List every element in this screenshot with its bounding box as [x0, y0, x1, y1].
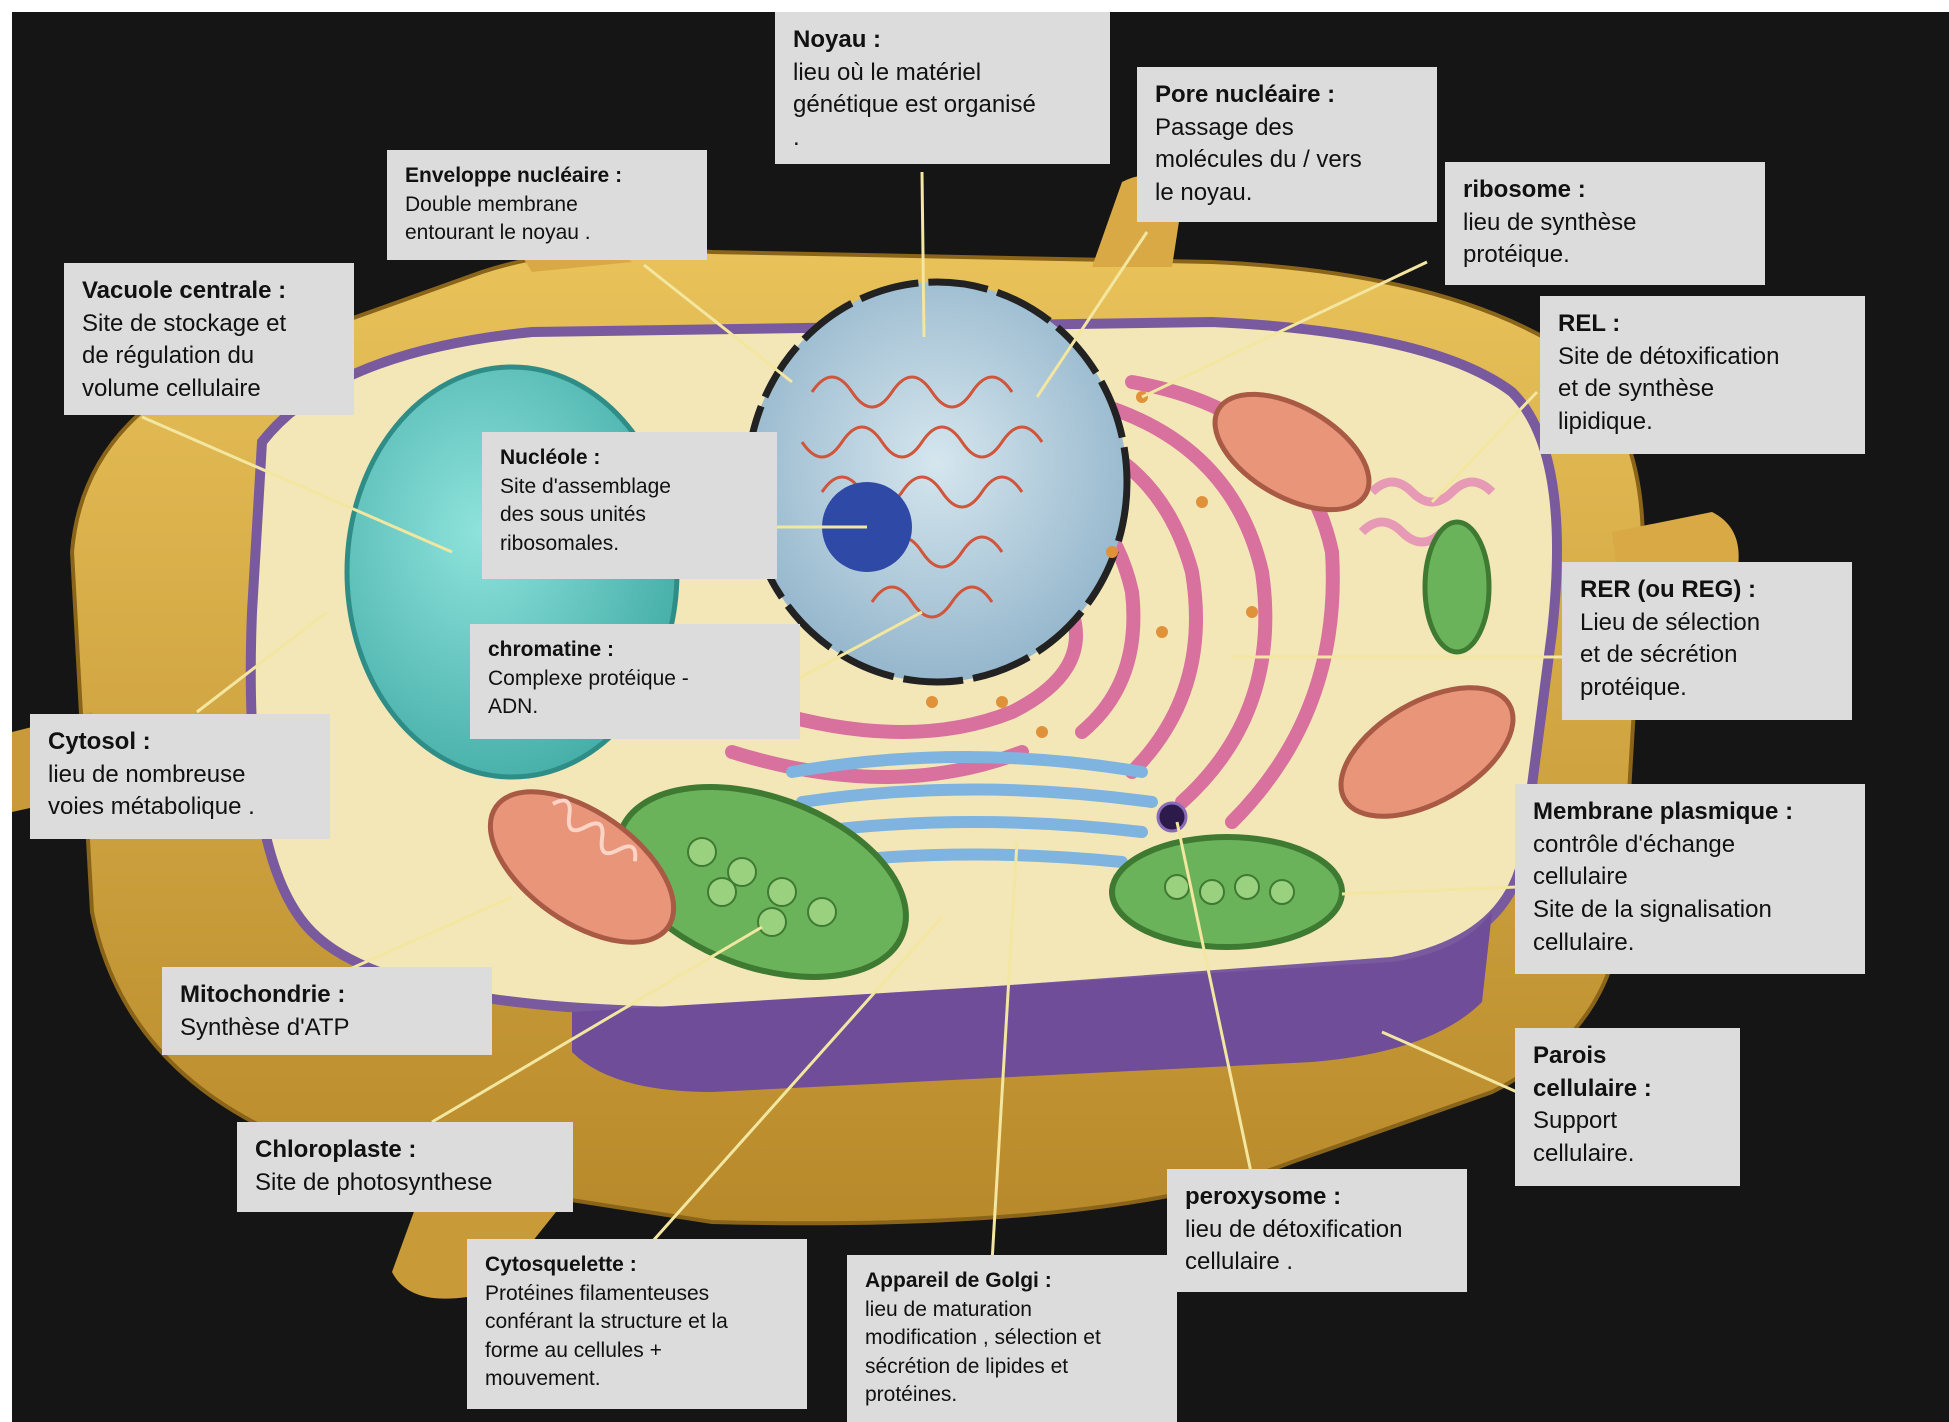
label-rer: RER (ou REG) : Lieu de sélection et de s…	[1562, 562, 1852, 720]
label-rel: REL : Site de détoxification et de synth…	[1540, 296, 1865, 454]
label-description: Site d'assemblage des sous unités riboso…	[500, 473, 759, 559]
label-title: Parois cellulaire :	[1533, 1040, 1722, 1105]
label-description: Site de photosynthese	[255, 1167, 555, 1200]
label-noyau: Noyau : lieu où le matériel génétique es…	[775, 12, 1110, 164]
label-appareil-de-golgi: Appareil de Golgi : lieu de maturation m…	[847, 1255, 1177, 1422]
label-title: Membrane plasmique :	[1533, 796, 1847, 829]
peroxisome	[1158, 803, 1186, 831]
label-description: lieu de détoxification cellulaire .	[1185, 1214, 1449, 1279]
label-description: Site de détoxification et de synthèse li…	[1558, 341, 1847, 439]
label-description: lieu de nombreuse voies métabolique .	[48, 759, 312, 824]
label-title: Mitochondrie :	[180, 979, 474, 1012]
label-enveloppe-nucleaire: Enveloppe nucléaire : Double membrane en…	[387, 150, 707, 260]
label-title: Nucléole :	[500, 444, 759, 473]
label-vacuole-centrale: Vacuole centrale : Site de stockage et d…	[64, 263, 354, 415]
label-description: lieu de maturation modification , sélect…	[865, 1296, 1159, 1410]
label-description: Support cellulaire.	[1533, 1105, 1722, 1170]
label-description: Site de stockage et de régulation du vol…	[82, 308, 336, 406]
label-chloroplaste: Chloroplaste : Site de photosynthese	[237, 1122, 573, 1212]
nucleus	[747, 282, 1127, 682]
label-title: Cytosquelette :	[485, 1251, 789, 1280]
label-description: Passage des molécules du / vers le noyau…	[1155, 112, 1419, 210]
label-title: Pore nucléaire :	[1155, 79, 1419, 112]
label-title: Noyau :	[793, 24, 1092, 57]
label-description: Protéines filamenteuses conférant la str…	[485, 1280, 789, 1394]
label-title: Vacuole centrale :	[82, 275, 336, 308]
label-title: Cytosol :	[48, 726, 312, 759]
label-description: Synthèse d'ATP	[180, 1012, 474, 1045]
label-ribosome: ribosome : lieu de synthèse protéique.	[1445, 162, 1765, 285]
label-title: Chloroplaste :	[255, 1134, 555, 1167]
label-description: lieu de synthèse protéique.	[1463, 207, 1747, 272]
label-title: ribosome :	[1463, 174, 1747, 207]
label-cytosquelette: Cytosquelette : Protéines filamenteuses …	[467, 1239, 807, 1409]
label-description: Lieu de sélection et de sécrétion protéi…	[1580, 607, 1834, 705]
label-membrane-plasmique: Membrane plasmique : contrôle d'échange …	[1515, 784, 1865, 974]
label-title: Appareil de Golgi :	[865, 1267, 1159, 1296]
label-description: Complexe protéique - ADN.	[488, 665, 782, 722]
label-description: lieu où le matériel génétique est organi…	[793, 57, 1092, 155]
label-title: Enveloppe nucléaire :	[405, 162, 689, 191]
label-title: RER (ou REG) :	[1580, 574, 1834, 607]
label-nucleole: Nucléole : Site d'assemblage des sous un…	[482, 432, 777, 579]
chloroplast-small	[1425, 522, 1489, 652]
label-peroxysome: peroxysome : lieu de détoxification cell…	[1167, 1169, 1467, 1292]
label-title: chromatine :	[488, 636, 782, 665]
plant-cell-diagram: Noyau : lieu où le matériel génétique es…	[12, 12, 1949, 1422]
label-cytosol: Cytosol : lieu de nombreuse voies métabo…	[30, 714, 330, 839]
label-parois-cellulaire: Parois cellulaire : Support cellulaire.	[1515, 1028, 1740, 1186]
label-mitochondrie: Mitochondrie : Synthèse d'ATP	[162, 967, 492, 1055]
label-title: REL :	[1558, 308, 1847, 341]
label-description: contrôle d'échange cellulaire Site de la…	[1533, 829, 1847, 960]
label-pore-nucleaire: Pore nucléaire : Passage des molécules d…	[1137, 67, 1437, 222]
label-title: peroxysome :	[1185, 1181, 1449, 1214]
chloroplast-right	[1112, 837, 1342, 947]
label-description: Double membrane entourant le noyau .	[405, 191, 689, 248]
label-chromatine: chromatine : Complexe protéique - ADN.	[470, 624, 800, 739]
